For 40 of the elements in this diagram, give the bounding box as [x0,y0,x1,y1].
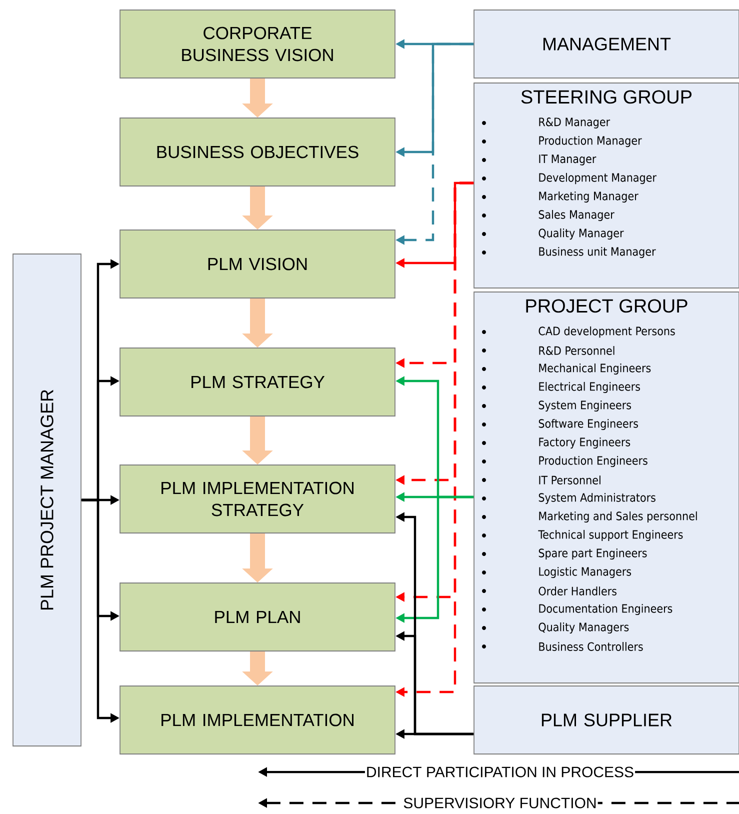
legend-text: DIRECT PARTICIPATION IN PROCESS [364,766,636,778]
list-item: Software Engineers [538,418,638,430]
list-item: R&D Manager [539,118,610,128]
role-box: MANAGEMENT [474,10,739,78]
list-item: Marketing and Sales personnel [539,511,697,523]
process-box: PLM STRATEGY [120,348,396,416]
list-item: IT Personnel [539,476,600,484]
list-item: Development Manager [539,172,656,184]
list-item: IT Manager [539,154,596,166]
list-item: Marketing Manager [539,191,638,203]
list-item: Production Manager [539,136,642,148]
list-item: Factory Engineers [539,437,630,449]
list-item: Quality Manager [538,228,624,240]
list-item: Quality Managers [538,622,629,634]
process-box: PLM PLAN [120,582,396,652]
list-item: Logistic Managers [539,566,632,578]
list-item: Documentation Engineers [539,604,672,616]
group-heading: PROJECT GROUP [526,299,688,313]
role-box: PLM SUPPLIER [474,686,739,754]
list-item: Sales Manager [538,210,614,222]
list-item: Electrical Engineers [539,382,640,394]
list-item: System Administrators [538,492,656,504]
role-box: PLM PROJECT MANAGER [12,254,82,746]
process-box: CORPORATE BUSINESS VISION [120,10,396,78]
list-item: Production Engineers [539,456,648,468]
list-item: R&D Personnel [539,346,614,355]
list-item: Business Controllers [539,642,643,651]
process-box: PLM IMPLEMENTATION STRATEGY [120,464,396,534]
list-item: Mechanical Engineers [539,363,651,375]
list-item: Technical support Engineers [538,530,683,542]
process-box: BUSINESS OBJECTIVES [120,118,396,186]
process-box: PLM VISION [120,230,396,298]
list-item: Business unit Manager [539,246,656,258]
group-heading: STEERING GROUP [521,90,692,104]
list-item: Spare part Engineers [538,548,647,560]
list-item: System Engineers [538,400,631,412]
list-item: CAD development Persons [538,326,675,338]
list-item: Order Handlers [538,586,616,596]
legend-text: SUPERVISIORY FUNCTION [402,796,598,810]
process-box: PLM IMPLEMENTATION [120,686,396,754]
